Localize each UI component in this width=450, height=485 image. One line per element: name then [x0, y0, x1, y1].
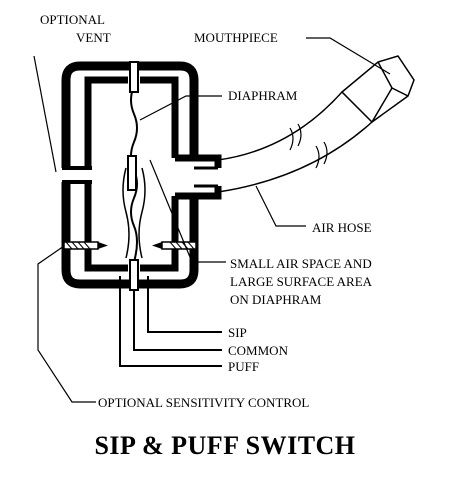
- label-common: COMMON: [228, 343, 289, 358]
- label-optional: OPTIONAL: [40, 12, 105, 27]
- label-air-hose: AIR HOSE: [312, 220, 372, 235]
- leader-mouthpiece: [306, 37, 391, 75]
- label-air-space-1: SMALL AIR SPACE AND: [230, 256, 372, 271]
- housing-outer-left-top: [61, 61, 130, 168]
- diaphragm-lower-wave-right: [138, 167, 146, 259]
- mouthpiece: [340, 55, 415, 123]
- chamber-inner-right: [140, 76, 179, 272]
- label-air-space-2: LARGE SURFACE AREA: [230, 274, 373, 289]
- sensitivity-screw-left: [63, 241, 108, 250]
- leader-air-space: [149, 159, 226, 263]
- leader-air-hose: [255, 185, 306, 227]
- contact-center: [127, 155, 137, 191]
- wires: [119, 276, 222, 367]
- air-hose: [217, 91, 373, 193]
- contact-top: [129, 61, 139, 93]
- leader-diaphram: [139, 95, 222, 121]
- housing-outer-left-bottom: [61, 182, 130, 289]
- label-air-space-3: ON DIAPHRAM: [230, 292, 322, 307]
- label-diaphram: DIAPHRAM: [228, 88, 298, 103]
- label-puff: PUFF: [228, 359, 259, 374]
- leader-vent: [33, 55, 57, 173]
- housing-outer-right-bottom: [138, 196, 199, 289]
- leader-sensitivity: [37, 245, 96, 403]
- chamber-inner-left: [84, 76, 128, 272]
- label-sensitivity: OPTIONAL SENSITIVITY CONTROL: [98, 395, 309, 410]
- diaphragm-lower-wave: [122, 167, 130, 259]
- air-port: [175, 154, 222, 200]
- wire-sip: [147, 288, 222, 333]
- housing-outer-right-top: [138, 61, 199, 158]
- wire-common: [133, 290, 222, 351]
- contact-bottom: [129, 259, 139, 291]
- sensitivity-screw-right: [152, 241, 197, 250]
- leader-lines: [33, 37, 391, 403]
- wire-puff: [119, 288, 222, 367]
- label-mouthpiece: MOUTHPIECE: [194, 30, 278, 45]
- diagram-title: SIP & PUFF SWITCH: [94, 431, 355, 460]
- label-sip: SIP: [228, 325, 247, 340]
- label-vent: VENT: [76, 30, 111, 45]
- switch-housing: [61, 61, 199, 289]
